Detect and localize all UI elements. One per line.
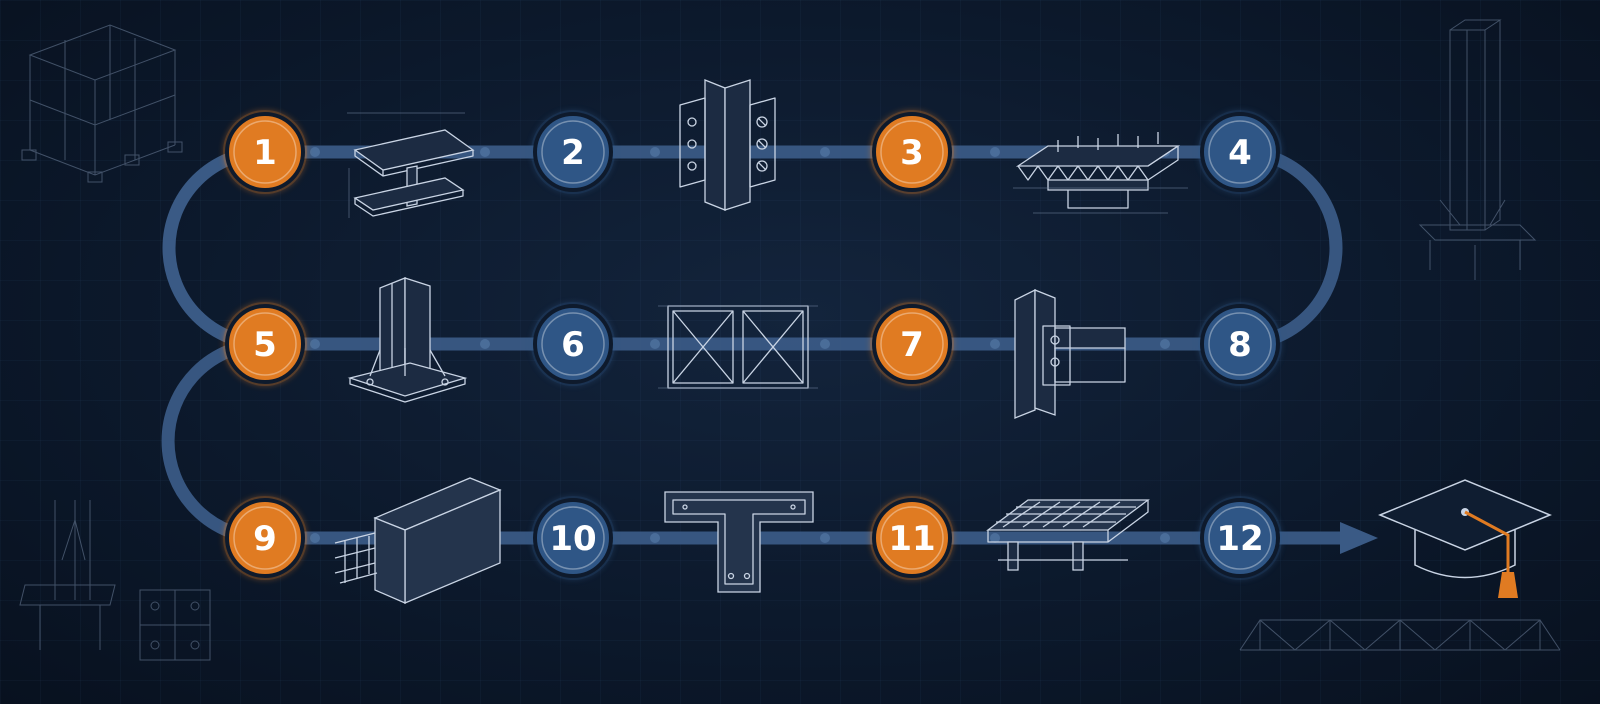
path-dot <box>650 533 660 543</box>
step-node-6[interactable]: 6 <box>531 302 615 386</box>
node-circle <box>225 498 305 578</box>
bolted-splice-connection-icon <box>679 79 776 211</box>
composite-deck-slab-icon <box>1013 132 1188 214</box>
path-dot <box>310 533 320 543</box>
node-number: 11 <box>888 519 935 559</box>
node-inner-ring <box>233 120 297 184</box>
step-node-4[interactable]: 4 <box>1198 110 1282 194</box>
node-number: 2 <box>561 133 585 173</box>
steel-plate-girder-icon <box>347 112 475 218</box>
step-node-9[interactable]: 9 <box>223 496 307 580</box>
path-dot <box>990 533 1000 543</box>
node-inner-ring <box>233 312 297 376</box>
node-inner-ring <box>233 506 297 570</box>
node-inner-ring <box>541 120 605 184</box>
node-circle <box>225 304 305 384</box>
node-inner-ring <box>880 120 944 184</box>
reinforced-slab-icon <box>986 499 1150 571</box>
node-circle <box>533 498 613 578</box>
node-inner-ring <box>1208 312 1272 376</box>
path-dot <box>1160 533 1170 543</box>
node-inner-ring <box>880 312 944 376</box>
tall-column-icon <box>1418 19 1537 280</box>
node-number: 3 <box>900 133 924 173</box>
step-node-3[interactable]: 3 <box>870 110 954 194</box>
node-circle <box>872 498 952 578</box>
step-node-7[interactable]: 7 <box>870 302 954 386</box>
node-number: 5 <box>253 325 277 365</box>
node-inner-ring <box>541 506 605 570</box>
column-base-plate-icon <box>347 277 468 403</box>
path-dot <box>820 533 830 543</box>
braced-frame-icon <box>658 305 818 389</box>
reinforced-concrete-beam-icon <box>334 477 502 604</box>
node-circle <box>533 304 613 384</box>
node-number: 8 <box>1228 325 1252 365</box>
node-number: 7 <box>900 325 924 365</box>
step-node-5[interactable]: 5 <box>223 302 307 386</box>
path-dots <box>310 147 1170 543</box>
anchor-plate-icon <box>139 589 211 661</box>
path-dot <box>650 339 660 349</box>
node-inner-ring <box>1208 506 1272 570</box>
node-circle <box>1200 304 1280 384</box>
path-dot <box>990 339 1000 349</box>
path-dot <box>1160 339 1170 349</box>
node-inner-ring <box>541 312 605 376</box>
building-frame-icon <box>21 24 183 183</box>
node-circle <box>1200 498 1280 578</box>
step-node-12[interactable]: 12 <box>1198 496 1282 580</box>
node-circle <box>1200 112 1280 192</box>
node-circle <box>872 304 952 384</box>
path-dot <box>820 147 830 157</box>
step-node-2[interactable]: 2 <box>531 110 615 194</box>
node-number: 1 <box>253 133 277 173</box>
node-number: 12 <box>1216 519 1263 559</box>
graduation-cap-icon <box>1378 479 1552 598</box>
node-number: 9 <box>253 519 277 559</box>
node-number: 6 <box>561 325 585 365</box>
step-node-11[interactable]: 11 <box>870 496 954 580</box>
path-dot <box>820 339 830 349</box>
beam-column-connection-icon <box>1014 288 1126 419</box>
node-circle <box>872 112 952 192</box>
path-dot <box>480 147 490 157</box>
node-number: 4 <box>1228 133 1252 173</box>
node-circle <box>533 112 613 192</box>
path-dot <box>310 147 320 157</box>
truss-bridge-icon <box>1239 619 1561 651</box>
node-inner-ring <box>880 506 944 570</box>
step-node-1[interactable]: 1 <box>223 110 307 194</box>
path-dot <box>480 339 490 349</box>
node-inner-ring <box>1208 120 1272 184</box>
step-node-8[interactable]: 8 <box>1198 302 1282 386</box>
path-dot <box>650 147 660 157</box>
path-dot <box>310 339 320 349</box>
node-number: 10 <box>549 519 596 559</box>
t-beam-section-icon <box>664 491 814 593</box>
path-dot <box>990 147 1000 157</box>
column-footing-icon <box>19 500 116 650</box>
path-arrowhead-icon <box>1340 522 1378 554</box>
step-node-10[interactable]: 10 <box>531 496 615 580</box>
node-circle <box>225 112 305 192</box>
